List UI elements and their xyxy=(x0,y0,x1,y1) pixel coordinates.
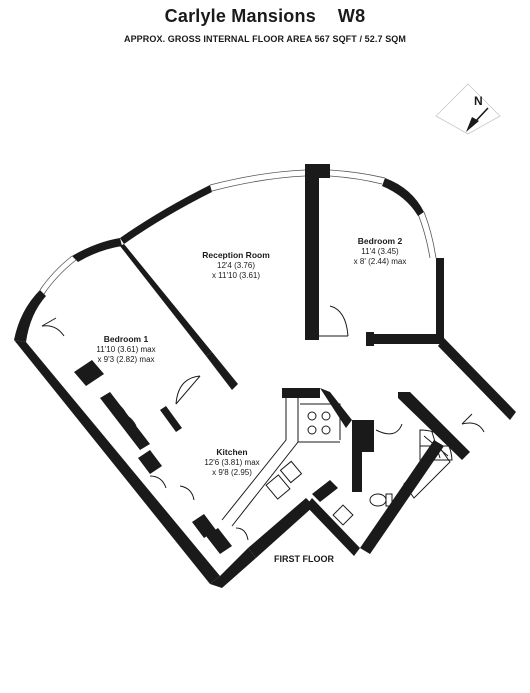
fixtures xyxy=(41,305,485,541)
bedroom2-door-swing xyxy=(329,305,349,337)
reception-door xyxy=(175,375,201,405)
interior-walls xyxy=(74,170,374,554)
kitchen-name: Kitchen xyxy=(216,447,247,457)
bedroom2-dim-1: 11'4 (3.45) xyxy=(361,247,399,256)
reception-room-name: Reception Room xyxy=(202,250,270,260)
exterior-walls xyxy=(14,164,516,588)
entrance-door xyxy=(461,422,485,433)
bedroom1-name: Bedroom 1 xyxy=(104,334,149,344)
building-name: Carlyle Mansions xyxy=(164,6,316,26)
room-label-bedroom1: Bedroom 1 11'10 (3.61) max x 9'3 (2.82) … xyxy=(96,334,155,364)
plan-title: Carlyle Mansions W8 xyxy=(0,6,530,27)
room-label-bedroom2: Bedroom 2 11'4 (3.45) x 8' (2.44) max xyxy=(354,236,407,266)
washbasin xyxy=(332,504,354,526)
toilet xyxy=(369,493,387,507)
room-label-reception: Reception Room 12'4 (3.76) x 11'10 (3.61… xyxy=(202,250,270,280)
postcode: W8 xyxy=(337,6,366,26)
bedroom1-wardrobe-door xyxy=(41,325,65,337)
bedroom2-dim-2: x 8' (2.44) max xyxy=(354,257,407,266)
reception-room-dim-2: x 11'10 (3.61) xyxy=(212,271,260,280)
compass-diamond xyxy=(435,83,501,135)
facade-glazing xyxy=(39,169,437,295)
room-label-kitchen: Kitchen 12'6 (3.81) max x 9'8 (2.95) xyxy=(204,447,259,477)
reception-room-dim-1: 12'4 (3.76) xyxy=(217,261,255,270)
north-arrow-icon: N xyxy=(435,83,501,135)
shower-tray xyxy=(419,429,453,461)
north-label: N xyxy=(474,94,483,108)
bathroom-door xyxy=(375,423,403,435)
bedroom1-dim-2: x 9'3 (2.82) max xyxy=(97,355,154,364)
floor-area-subtitle: APPROX. GROSS INTERNAL FLOOR AREA 567 SQ… xyxy=(123,34,406,44)
kitchen-dim-2: x 9'8 (2.95) xyxy=(212,468,252,477)
compass-arrowhead xyxy=(466,117,479,132)
kitchen-dim-1: 12'6 (3.81) max xyxy=(204,458,259,467)
floor-label: FIRST FLOOR xyxy=(274,554,334,564)
reception-door-swing xyxy=(175,375,201,405)
bedroom2-name: Bedroom 2 xyxy=(358,236,403,246)
bedroom1-dim-1: 11'10 (3.61) max xyxy=(96,345,155,354)
